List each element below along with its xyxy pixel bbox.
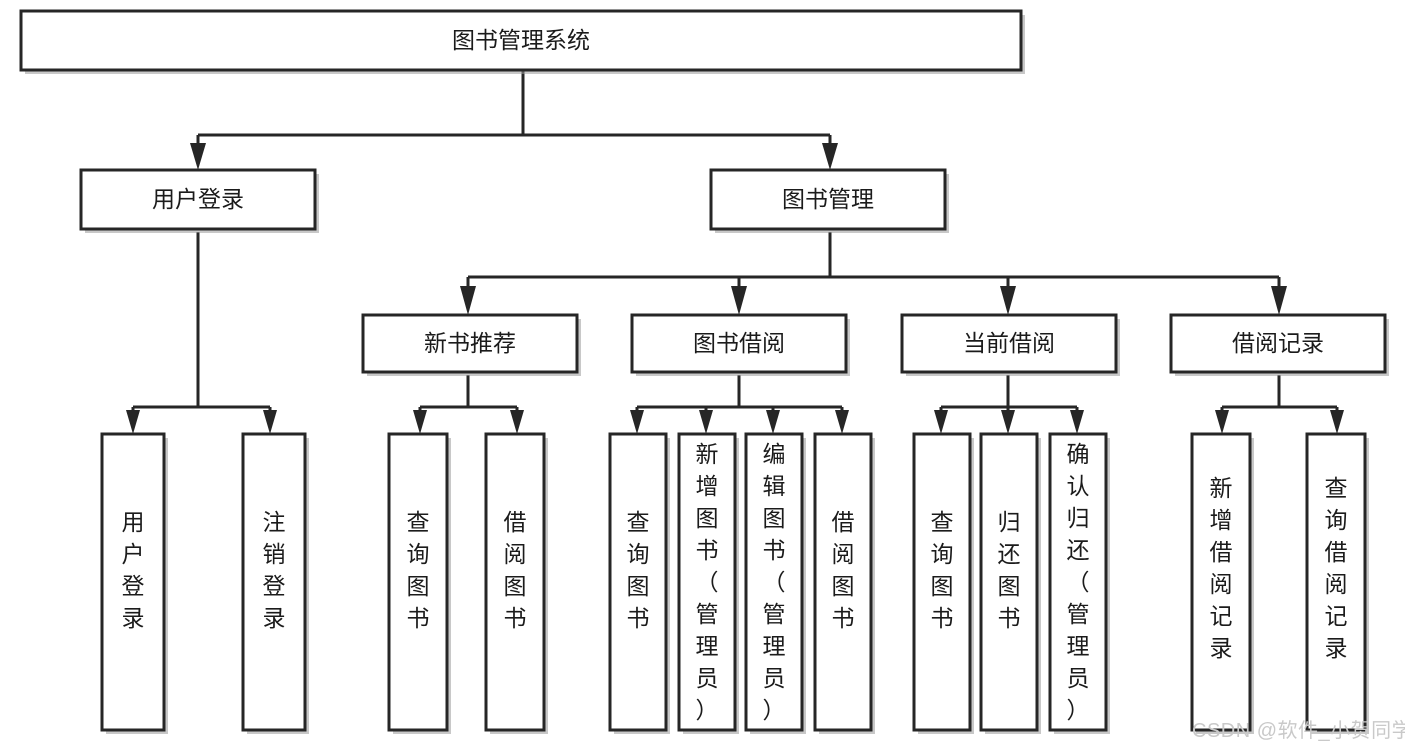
arrow-icon-to-leaf-query-book-2 <box>630 410 644 434</box>
node-book-management-box[interactable] <box>709 168 947 231</box>
arrow-icon-to-book-borrow <box>731 286 747 315</box>
connector-group-book-borrow <box>630 375 849 434</box>
node-user-login-box[interactable] <box>79 168 317 231</box>
node-leaf-user-logout-box[interactable] <box>241 432 307 732</box>
arrow-icon-to-leaf-user-logout <box>263 410 277 434</box>
arrow-icon-to-new-book-recommend <box>460 286 476 315</box>
node-leaf-return-book-label: 归还图书 <box>998 509 1021 631</box>
node-leaf-user-login-label: 用户登录 <box>122 509 145 631</box>
node-leaf-add-book[interactable]: 新增图书（管理员） <box>677 432 739 734</box>
connector-group-new-book-recommend <box>413 375 524 434</box>
node-leaf-borrow-book-1-label: 借阅图书 <box>504 509 527 631</box>
arrow-icon-to-leaf-return-book <box>1001 410 1015 434</box>
node-borrow-record-label: 借阅记录 <box>1232 330 1324 356</box>
node-current-borrow[interactable]: 当前借阅 <box>900 313 1120 376</box>
arrow-icon-to-borrow-record <box>1271 286 1287 315</box>
node-leaf-add-record-label: 新增借阅记录 <box>1210 475 1233 661</box>
node-leaf-add-record[interactable]: 新增借阅记录 <box>1190 432 1254 734</box>
node-leaf-query-book-1-box[interactable] <box>387 432 449 732</box>
connector-group-book-management <box>460 232 1287 315</box>
node-leaf-user-login-box[interactable] <box>100 432 166 732</box>
node-leaf-query-book-3-label: 查询图书 <box>931 509 954 631</box>
connector-group-root <box>190 70 838 170</box>
node-leaf-edit-book-box[interactable] <box>744 432 804 732</box>
node-book-management-label: 图书管理 <box>782 186 874 212</box>
node-book-borrow[interactable]: 图书借阅 <box>630 313 850 376</box>
node-leaf-query-book-2-label: 查询图书 <box>627 509 650 631</box>
arrow-icon-to-leaf-user-login <box>126 410 140 434</box>
node-user-login-label: 用户登录 <box>152 186 244 212</box>
node-leaf-user-login[interactable]: 用户登录 <box>100 432 168 734</box>
node-leaf-borrow-book-2-box[interactable] <box>813 432 873 732</box>
node-leaf-query-record-label: 查询借阅记录 <box>1325 475 1348 661</box>
node-current-borrow-box[interactable] <box>900 313 1118 374</box>
node-root[interactable]: 图书管理系统 <box>19 9 1025 74</box>
arrow-icon-to-leaf-add-book <box>699 410 713 434</box>
node-leaf-user-logout[interactable]: 注销登录 <box>241 432 309 734</box>
node-leaf-query-book-1[interactable]: 查询图书 <box>387 432 451 734</box>
node-leaf-edit-book[interactable]: 编辑图书（管理员） <box>744 432 806 734</box>
node-leaf-borrow-book-2-label: 借阅图书 <box>832 509 855 631</box>
node-leaf-add-book-box[interactable] <box>677 432 737 732</box>
arrow-icon-to-leaf-query-book-3 <box>934 410 948 434</box>
node-borrow-record-box[interactable] <box>1169 313 1387 374</box>
node-leaf-query-book-2[interactable]: 查询图书 <box>608 432 670 734</box>
arrow-icon-to-leaf-query-book-1 <box>413 410 427 434</box>
arrow-icon-to-leaf-borrow-book-1 <box>510 410 524 434</box>
node-root-label: 图书管理系统 <box>452 27 590 53</box>
node-current-borrow-label: 当前借阅 <box>963 330 1055 356</box>
arrow-icon-to-book-management <box>822 143 838 170</box>
node-book-borrow-label: 图书借阅 <box>693 330 785 356</box>
node-leaf-return-book-box[interactable] <box>979 432 1039 732</box>
node-book-management[interactable]: 图书管理 <box>709 168 949 233</box>
node-leaf-add-record-box[interactable] <box>1190 432 1252 732</box>
node-borrow-record[interactable]: 借阅记录 <box>1169 313 1389 376</box>
node-user-login[interactable]: 用户登录 <box>79 168 319 233</box>
node-leaf-query-book-2-box[interactable] <box>608 432 668 732</box>
arrow-icon-to-leaf-confirm-return <box>1070 410 1084 434</box>
node-new-book-recommend-label: 新书推荐 <box>424 330 516 356</box>
node-leaf-borrow-book-1-box[interactable] <box>484 432 546 732</box>
node-new-book-recommend-box[interactable] <box>361 313 579 374</box>
arrow-icon-to-current-borrow <box>1000 286 1016 315</box>
node-leaf-edit-book-label: 编辑图书（管理员） <box>763 441 786 723</box>
arrow-icon-to-leaf-add-record <box>1215 410 1229 434</box>
arrow-icon-to-leaf-query-record <box>1330 410 1344 434</box>
node-leaf-confirm-return-box[interactable] <box>1048 432 1108 732</box>
connector-group-user-login <box>126 232 277 434</box>
node-leaf-query-record-box[interactable] <box>1305 432 1367 732</box>
node-new-book-recommend[interactable]: 新书推荐 <box>361 313 581 376</box>
node-leaf-borrow-book-2[interactable]: 借阅图书 <box>813 432 875 734</box>
node-book-borrow-box[interactable] <box>630 313 848 374</box>
node-leaf-query-book-3-box[interactable] <box>912 432 972 732</box>
node-leaf-query-record[interactable]: 查询借阅记录 <box>1305 432 1369 734</box>
node-leaf-query-book-3[interactable]: 查询图书 <box>912 432 974 734</box>
node-root-box[interactable] <box>19 9 1023 72</box>
node-leaf-confirm-return-label: 确认归还（管理员） <box>1067 441 1090 723</box>
node-leaf-confirm-return[interactable]: 确认归还（管理员） <box>1048 432 1110 734</box>
node-leaf-user-logout-label: 注销登录 <box>263 509 286 631</box>
connector-group-borrow-record <box>1215 375 1344 434</box>
node-leaf-return-book[interactable]: 归还图书 <box>979 432 1041 734</box>
arrow-icon-to-leaf-edit-book <box>766 410 780 434</box>
node-leaf-borrow-book-1[interactable]: 借阅图书 <box>484 432 548 734</box>
arrow-icon-to-leaf-borrow-book-2 <box>835 410 849 434</box>
node-leaf-add-book-label: 新增图书（管理员） <box>696 441 719 723</box>
arrow-icon-to-user-login <box>190 143 206 170</box>
node-leaf-query-book-1-label: 查询图书 <box>407 509 430 631</box>
connector-group-current-borrow <box>934 375 1084 434</box>
